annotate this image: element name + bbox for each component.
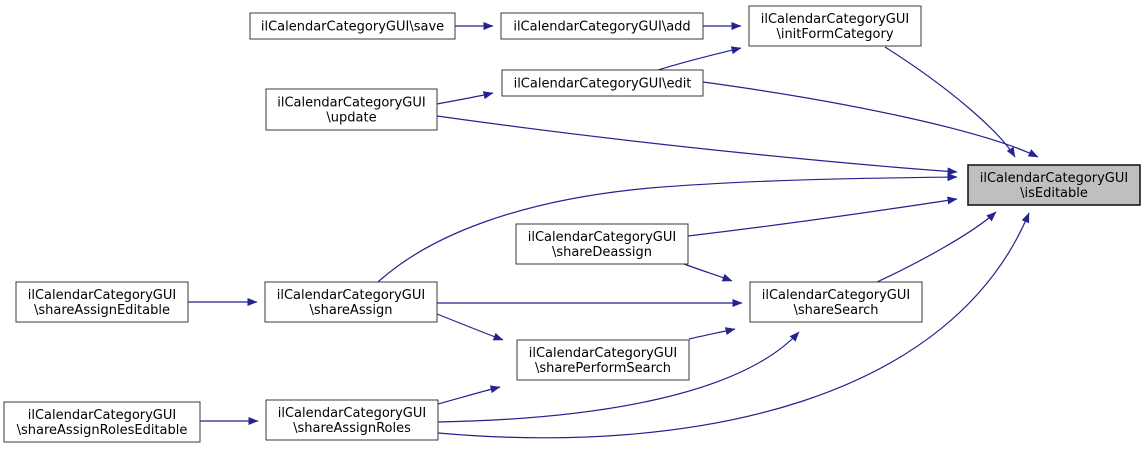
graph-node-box[interactable] (3, 401, 201, 443)
edge-update-to-isEditable (436, 115, 958, 176)
graph-node-save[interactable]: ilCalendarCategoryGUI\save (249, 12, 456, 40)
edge-shareAssignRoles-to-sharePerformSearch (437, 385, 501, 405)
graph-node-label: ilCalendarCategoryGUI\shareAssignRoles (278, 406, 426, 436)
graph-node-add[interactable]: ilCalendarCategoryGUI\add (500, 12, 704, 40)
edge-shareDeassign-to-isEditable (687, 196, 958, 237)
graph-node-label: ilCalendarCategoryGUI\shareDeassign (528, 230, 676, 260)
edge-shareDeassign-to-shareSearch (683, 263, 733, 282)
graph-node-update[interactable]: ilCalendarCategoryGUI\update (265, 88, 438, 131)
graph-node-label: ilCalendarCategoryGUI\update (277, 96, 425, 126)
graph-node-edit[interactable]: ilCalendarCategoryGUI\edit (501, 69, 704, 97)
graph-node-shareAssignEditable[interactable]: ilCalendarCategoryGUI\shareAssignEditabl… (15, 281, 189, 323)
graph-node-box[interactable] (264, 281, 438, 323)
graph-node-label: ilCalendarCategoryGUI\edit (514, 77, 692, 92)
graph-node-box[interactable] (515, 223, 689, 265)
edge-edit-to-initFormCategory (657, 46, 742, 71)
graph-node-box[interactable] (967, 164, 1141, 206)
graph-node-label: ilCalendarCategoryGUI\isEditable (980, 171, 1128, 201)
edge-shareAssign-to-isEditable (377, 173, 958, 283)
graph-node-shareAssign[interactable]: ilCalendarCategoryGUI\shareAssign (264, 281, 438, 323)
graph-node-label: ilCalendarCategoryGUI\save (261, 20, 444, 35)
graph-node-box[interactable] (749, 281, 923, 323)
graph-node-initFormCategory[interactable]: ilCalendarCategoryGUI\initFormCategory (748, 5, 922, 47)
edges-layer (188, 22, 1039, 439)
graph-node-label: ilCalendarCategoryGUI\add (513, 20, 690, 35)
graph-node-shareAssignRolesEditable[interactable]: ilCalendarCategoryGUI\shareAssignRolesEd… (3, 401, 201, 443)
graph-node-box[interactable] (265, 88, 438, 131)
graph-node-label: ilCalendarCategoryGUI\shareSearch (762, 288, 910, 318)
edge-sharePerformSearch-to-shareSearch (688, 327, 736, 340)
graph-node-box[interactable] (500, 12, 704, 40)
graph-node-shareDeassign[interactable]: ilCalendarCategoryGUI\shareDeassign (515, 223, 689, 265)
graph-node-label: ilCalendarCategoryGUI\shareAssignEditabl… (28, 288, 176, 318)
edge-update-to-edit (436, 91, 494, 105)
edge-initFormCategory-to-isEditable (884, 46, 1016, 158)
graph-node-box[interactable] (501, 69, 704, 97)
nodes-layer: ilCalendarCategoryGUI\save ilCalendarCate… (3, 5, 1141, 443)
edge-edit-to-isEditable (702, 81, 1039, 158)
graph-node-shareAssignRoles[interactable]: ilCalendarCategoryGUI\shareAssignRoles (265, 399, 439, 441)
graph-node-label: ilCalendarCategoryGUI\sharePerformSearch (529, 346, 677, 376)
graph-node-shareSearch[interactable]: ilCalendarCategoryGUI\shareSearch (749, 281, 923, 323)
edge-shareAssignRoles-to-isEditable (437, 212, 1030, 439)
graph-node-sharePerformSearch[interactable]: ilCalendarCategoryGUI\sharePerformSearch (516, 339, 690, 381)
graph-node-isEditable[interactable]: ilCalendarCategoryGUI\isEditable (967, 164, 1141, 206)
graph-node-box[interactable] (516, 339, 690, 381)
graph-node-box[interactable] (15, 281, 189, 323)
edge-shareAssign-to-sharePerformSearch (436, 313, 504, 341)
graph-node-label: ilCalendarCategoryGUI\shareAssignRolesEd… (17, 408, 188, 438)
graph-node-label: ilCalendarCategoryGUI\shareAssign (277, 288, 425, 318)
graph-node-label: ilCalendarCategoryGUI\initFormCategory (761, 12, 909, 42)
edge-shareSearch-to-isEditable (876, 211, 997, 283)
graph-node-box[interactable] (748, 5, 922, 47)
graph-node-box[interactable] (249, 12, 456, 40)
edge-shareAssignRoles-to-shareSearch (437, 331, 800, 423)
graph-node-box[interactable] (265, 399, 439, 441)
